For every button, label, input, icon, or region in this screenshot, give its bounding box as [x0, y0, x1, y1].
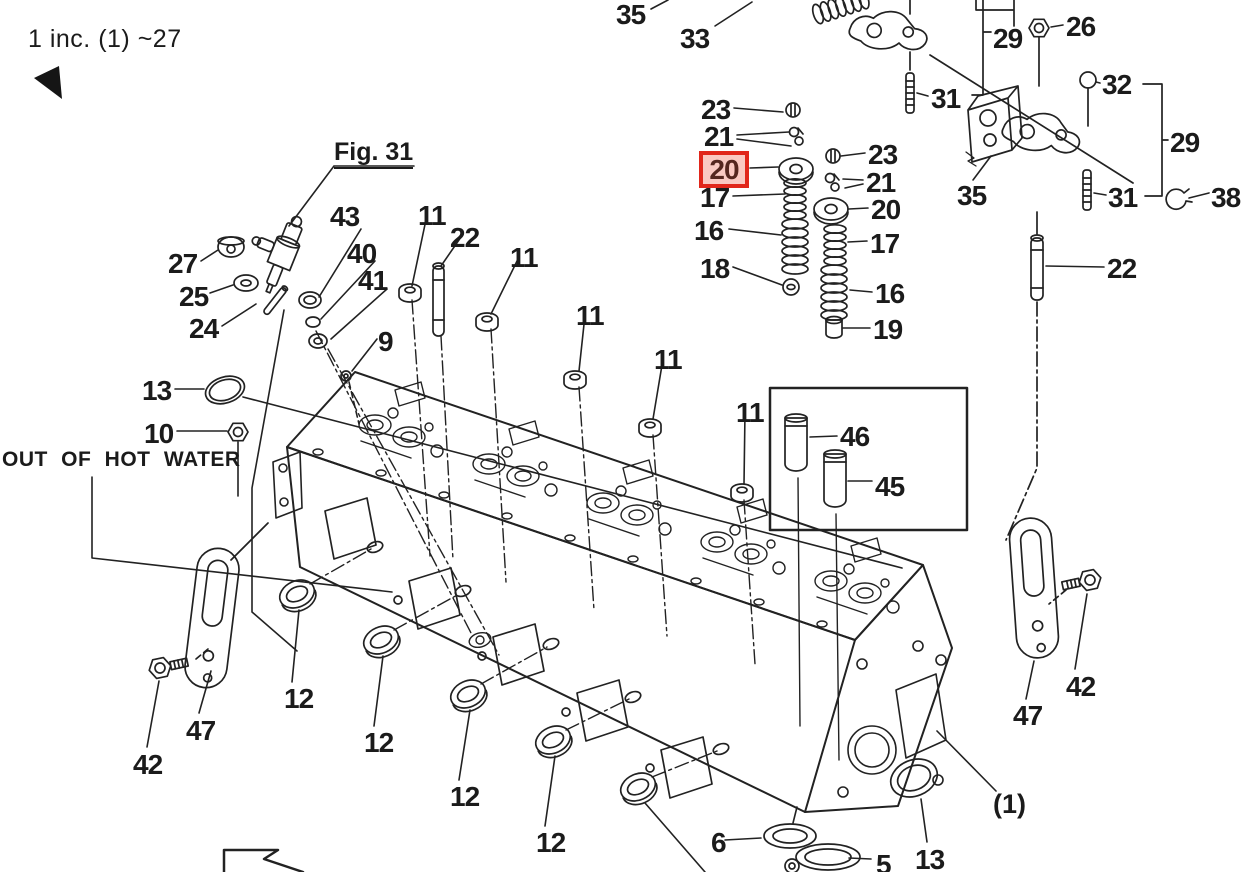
part-callout-9[interactable]: 9 [378, 326, 394, 357]
part-callout-13[interactable]: 13 [142, 375, 172, 406]
note-includes: 1 inc. (1) ~27 [28, 25, 182, 53]
rocker-arm-assembly-lower [965, 18, 1193, 211]
head-outline [286, 371, 953, 813]
rocker-arm-assembly-upper [809, 0, 1015, 114]
gasket-5 [795, 843, 861, 871]
part-callout-24[interactable]: 24 [189, 313, 219, 344]
part-callout-21[interactable]: 21 [704, 121, 734, 152]
part-callout-40[interactable]: 40 [347, 238, 377, 269]
part-callout-16[interactable]: 16 [694, 215, 724, 246]
part-callout-10[interactable]: 10 [144, 418, 174, 449]
part-callout-43[interactable]: 43 [330, 201, 360, 232]
part-callout-25[interactable]: 25 [179, 281, 209, 312]
washer-6 [763, 823, 817, 849]
part-callout-6[interactable]: 6 [711, 827, 727, 858]
assembly-reference: (1) [993, 789, 1026, 819]
part-callout-46[interactable]: 46 [840, 421, 870, 452]
part-callout-27[interactable]: 27 [168, 248, 198, 279]
part-callout-29[interactable]: 29 [1170, 127, 1200, 158]
lifting-eye-right [1007, 515, 1104, 661]
part-callout-26[interactable]: 26 [1066, 11, 1096, 42]
figure-reference-link[interactable]: Fig. 31 [334, 140, 414, 169]
bracket-29-lower [1142, 83, 1169, 197]
part-callout-41[interactable]: 41 [358, 265, 388, 296]
out-of-hot-water-caption: OUT OF HOT WATER [2, 448, 241, 471]
glow-plug-parts [217, 236, 289, 316]
fuel-injector [251, 215, 303, 294]
orientation-arrow-icon [222, 848, 305, 872]
leader-31-diagonal [929, 54, 1134, 184]
part-callout-5[interactable]: 5 [876, 849, 892, 872]
part-callout-35[interactable]: 35 [616, 0, 646, 30]
guide-leaders [797, 477, 840, 761]
push-rod-right [1005, 211, 1044, 541]
part-callout-33[interactable]: 33 [680, 23, 710, 54]
injector-seals [298, 291, 328, 349]
part-callout-11[interactable]: 11 [576, 300, 605, 331]
centerline-leaders [309, 299, 756, 778]
part-callout-16[interactable]: 16 [875, 278, 905, 309]
part-callout-18[interactable]: 18 [700, 253, 730, 284]
part-callout-selected[interactable]: 20 [699, 151, 749, 188]
part-callout-11[interactable]: 11 [736, 397, 765, 428]
head-left-end [272, 451, 303, 519]
part-callout-20[interactable]: 20 [871, 194, 901, 225]
part-callout-47[interactable]: 47 [1013, 700, 1043, 731]
part-callout-31[interactable]: 31 [1108, 182, 1138, 213]
part-callout-22[interactable]: 22 [450, 222, 480, 253]
part-callout-17[interactable]: 17 [870, 228, 900, 259]
part-callout-45[interactable]: 45 [875, 471, 905, 502]
intake-ports [324, 497, 713, 799]
part-callout-11[interactable]: 11 [654, 344, 683, 375]
part-callout-31[interactable]: 31 [931, 83, 961, 114]
part-callout-38[interactable]: 38 [1211, 182, 1241, 213]
part-callout-22[interactable]: 22 [1107, 253, 1137, 284]
part-callout-47[interactable]: 47 [186, 715, 216, 746]
part-callout-12[interactable]: 12 [450, 781, 480, 812]
part-callout-12[interactable]: 12 [364, 727, 394, 758]
part-callout-11[interactable]: 11 [510, 242, 539, 273]
part-callout-32[interactable]: 32 [1102, 69, 1132, 100]
part-callout-23[interactable]: 23 [868, 139, 898, 170]
part-callout-12[interactable]: 12 [284, 683, 314, 714]
part-callout-13[interactable]: 13 [915, 844, 945, 872]
part-callout-19[interactable]: 19 [873, 314, 903, 345]
part-callout-23[interactable]: 23 [701, 94, 731, 125]
part-callout-12[interactable]: 12 [536, 827, 566, 858]
valve-guide-parts-box [768, 386, 969, 532]
lifting-eye-left [146, 522, 269, 691]
small-bolt-bottom [784, 858, 800, 872]
part-callout-21[interactable]: 21 [866, 167, 896, 198]
part-callout-35[interactable]: 35 [957, 180, 987, 211]
part-callout-11[interactable]: 11 [418, 200, 447, 231]
part-callout-17[interactable]: 17 [700, 182, 730, 213]
part-callout-42[interactable]: 42 [133, 749, 163, 780]
leader-lines [91, 0, 1210, 872]
part-callout-29[interactable]: 29 [993, 23, 1023, 54]
bracket-29-upper [971, 0, 992, 96]
snap-ring-38 [1165, 188, 1193, 211]
part-callout-42[interactable]: 42 [1066, 671, 1096, 702]
push-rod-left [432, 262, 445, 337]
direction-triangle-icon [34, 66, 62, 99]
